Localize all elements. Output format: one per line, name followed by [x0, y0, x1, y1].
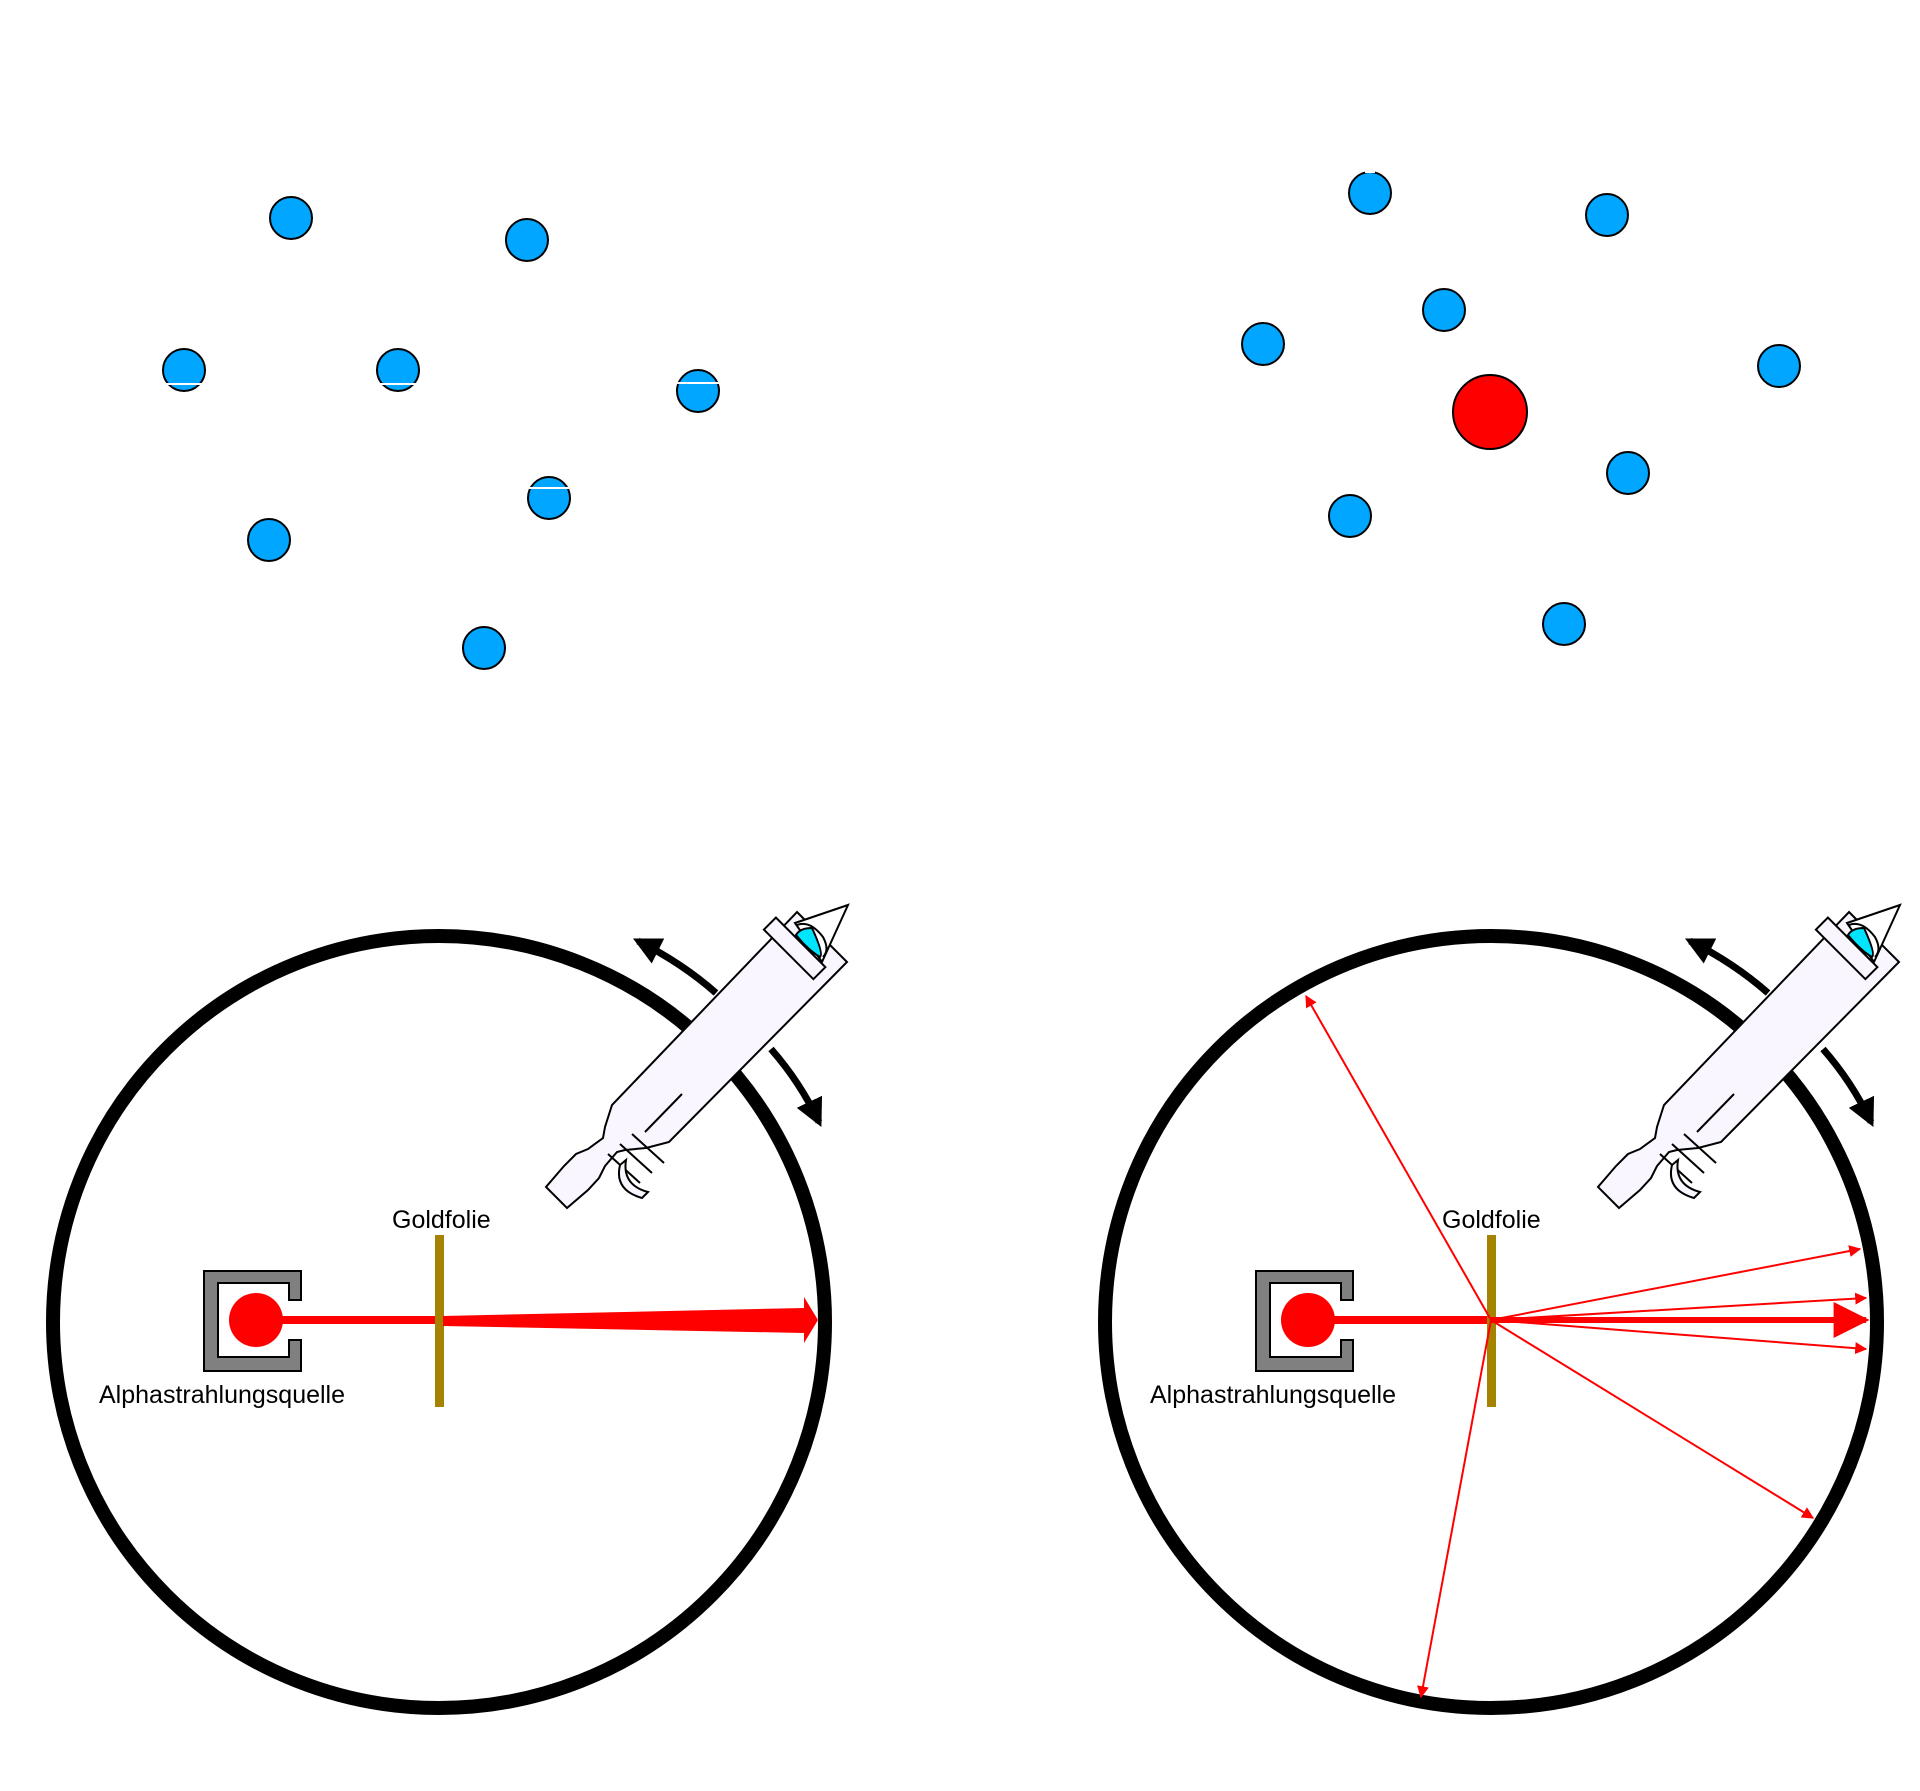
scattered-ray [1417, 1319, 1492, 1699]
electron [247, 518, 291, 562]
detector-microscope [546, 905, 848, 1208]
foil-label: Goldfolie [1442, 1206, 1541, 1234]
rutherford-atom-model [1241, 171, 1801, 646]
transmitted-beam [443, 1297, 818, 1343]
electron [462, 626, 506, 670]
detector-microscope [1598, 905, 1900, 1208]
scattered-ray [1490, 1292, 1868, 1321]
scattered-ray [1490, 1319, 1815, 1519]
electron [1585, 193, 1629, 237]
source-label: Alphastrahlungsquelle [99, 1381, 345, 1409]
electron [527, 476, 571, 520]
electron [505, 218, 549, 262]
alpha-source [1281, 1293, 1335, 1347]
alpha-source [229, 1293, 283, 1347]
electron [1757, 344, 1801, 388]
electron [1606, 451, 1650, 495]
alpha-source-housing [203, 1270, 302, 1372]
experiment-rutherford-observation: Goldfolie Alphastrahlungsquelle [1098, 905, 1900, 1715]
electron [376, 348, 420, 392]
nucleus [1452, 374, 1528, 450]
foil-label: Goldfolie [392, 1206, 491, 1234]
electron [676, 369, 720, 413]
electron [269, 196, 313, 240]
scattered-alpha-rays [1305, 994, 1870, 1699]
alpha-source-housing [1255, 1270, 1354, 1372]
thomson-atom-model [160, 196, 727, 670]
electron [162, 348, 206, 392]
scattered-ray [1305, 994, 1492, 1321]
experiment-thomson-expectation: Goldfolie Alphastrahlungsquelle [46, 905, 848, 1715]
electron [1422, 288, 1466, 332]
gold-foil [435, 1235, 444, 1407]
vacuum-chamber [46, 929, 832, 1715]
electron [1328, 494, 1372, 538]
electron [1241, 322, 1285, 366]
electron [1348, 171, 1392, 215]
vacuum-chamber [1098, 929, 1884, 1715]
electron [1542, 602, 1586, 646]
scattered-ray [1490, 1245, 1862, 1321]
source-label: Alphastrahlungsquelle [1150, 1381, 1396, 1409]
scattered-ray [1490, 1319, 1868, 1355]
